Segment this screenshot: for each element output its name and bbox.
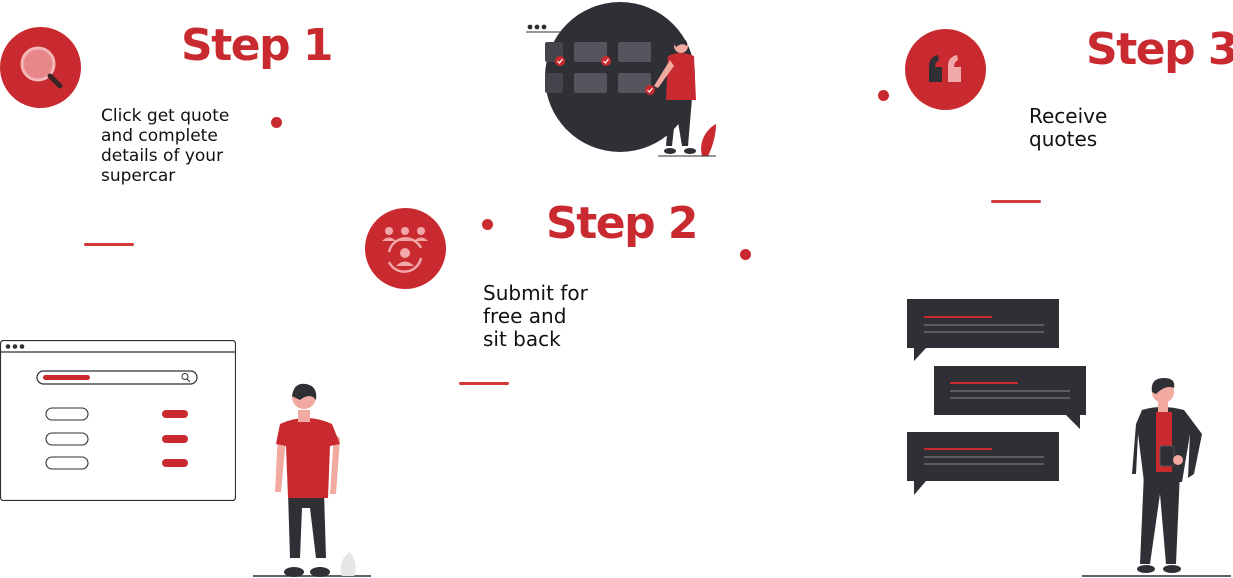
browser-illustration [0, 340, 236, 501]
step3-title: Step 3 [1086, 24, 1233, 75]
person-illustration-step3 [1080, 374, 1233, 578]
search-icon [20, 46, 63, 89]
step1-icon-badge [0, 27, 81, 108]
step1-description: Click get quote and complete details of … [101, 106, 230, 186]
decor-dot [878, 90, 889, 101]
step2-divider [459, 382, 509, 385]
step2-icon-badge [365, 208, 446, 289]
step1-divider [84, 243, 134, 246]
calendar-illustration [524, 0, 724, 158]
step2-title: Step 2 [546, 198, 699, 249]
quote-icon [929, 55, 961, 82]
person-illustration-step1 [250, 380, 375, 578]
step3-icon-badge [905, 29, 986, 110]
step3-divider [991, 200, 1041, 203]
step3-description: Receive quotes [1029, 104, 1108, 151]
decor-dot [482, 219, 493, 230]
step1-title: Step 1 [181, 20, 334, 71]
people-icon [382, 227, 428, 273]
decor-dot [740, 249, 751, 260]
chat-bubbles-illustration [906, 298, 1088, 496]
step2-description: Submit for free and sit back [483, 281, 588, 351]
decor-dot [271, 117, 282, 128]
